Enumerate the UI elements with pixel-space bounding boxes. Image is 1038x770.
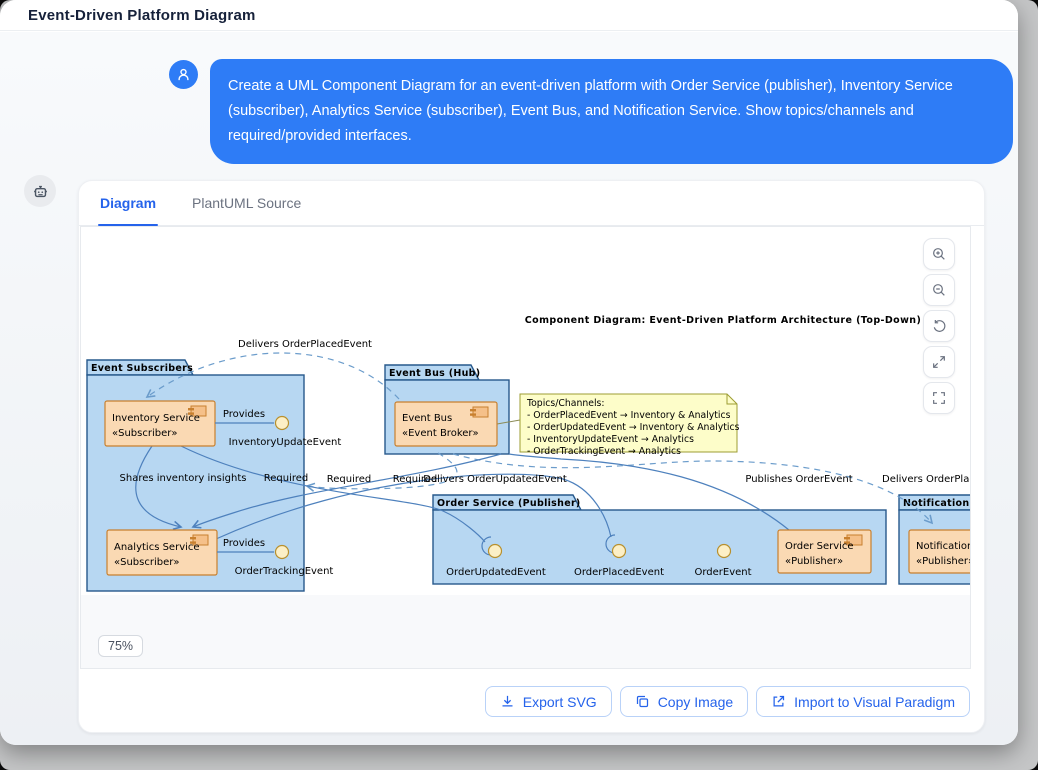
user-message: Create a UML Component Diagram for an ev… xyxy=(210,59,1013,164)
svg-text:Required: Required xyxy=(327,474,372,485)
component-analytics-service: Analytics Service «Subscriber» xyxy=(106,529,218,576)
diagram-panel: Diagram PlantUML Source Componen xyxy=(78,180,985,733)
app-window: Event-Driven Platform Diagram Create a U… xyxy=(0,0,1018,745)
titlebar: Event-Driven Platform Diagram xyxy=(0,0,1018,31)
svg-text:OrderPlacedEvent: OrderPlacedEvent xyxy=(574,567,664,578)
svg-text:- InventoryUpdateEvent → Analy: - InventoryUpdateEvent → Analytics xyxy=(527,434,694,445)
svg-text:«Publisher»: «Publisher» xyxy=(916,556,970,567)
edge-labels: Delivers OrderPlacedEvent Shares invento… xyxy=(120,339,970,485)
svg-text:«Event Broker»: «Event Broker» xyxy=(402,428,479,439)
zoom-level-badge: 75% xyxy=(98,635,144,657)
viewport-footer-strip xyxy=(81,593,970,668)
svg-text:Notification Service: Notification Service xyxy=(903,498,970,509)
svg-text:Shares inventory insights: Shares inventory insights xyxy=(120,473,247,484)
component-event-bus: Event Bus «Event Broker» xyxy=(394,401,498,447)
robot-icon xyxy=(33,185,47,197)
svg-text:Required: Required xyxy=(393,474,438,485)
svg-text:Required: Required xyxy=(264,473,309,484)
diagram-viewport[interactable]: Component Diagram: Event-Driven Platform… xyxy=(80,226,971,669)
reset-view-icon xyxy=(933,320,946,332)
diagram-edges xyxy=(135,352,934,543)
download-icon xyxy=(502,695,513,707)
svg-text:- OrderUpdatedEvent → Inventor: - OrderUpdatedEvent → Inventory & Analyt… xyxy=(527,422,740,433)
svg-text:Order Service (Publisher): Order Service (Publisher) xyxy=(437,498,581,509)
interface-inventory-update-event: Provides InventoryUpdateEvent xyxy=(215,409,341,448)
svg-text:- OrderPlacedEvent → Inventory: - OrderPlacedEvent → Inventory & Analyti… xyxy=(527,410,731,421)
export-svg-button[interactable]: Export SVG xyxy=(484,686,612,717)
import-to-visual-paradigm-label: Import to Visual Paradigm xyxy=(794,693,955,710)
svg-text:«Subscriber»: «Subscriber» xyxy=(114,557,179,568)
interface-order-event: OrderEvent xyxy=(694,543,752,578)
svg-text:Notification Service: Notification Service xyxy=(916,541,970,552)
export-svg-label: Export SVG xyxy=(522,693,597,710)
note-topics-channels: Topics/Channels: - OrderPlacedEvent → In… xyxy=(496,393,740,457)
zoom-in-icon xyxy=(933,248,945,260)
interface-order-updated-event: OrderUpdatedEvent xyxy=(446,536,546,578)
avatar xyxy=(169,60,198,89)
copy-image-button[interactable]: Copy Image xyxy=(619,686,749,717)
bot-avatar xyxy=(24,175,56,207)
svg-text:Analytics Service: Analytics Service xyxy=(114,542,200,553)
svg-text:Delivers OrderPlacedEvent: Delivers OrderPlacedEvent xyxy=(238,339,372,350)
svg-text:Provides: Provides xyxy=(223,409,265,420)
component-inventory-service: Inventory Service «Subscriber» xyxy=(104,400,216,447)
svg-text:OrderEvent: OrderEvent xyxy=(694,567,751,578)
import-to-visual-paradigm-button[interactable]: Import to Visual Paradigm xyxy=(756,686,970,717)
svg-text:Delivers OrderUpdatedEvent: Delivers OrderUpdatedEvent xyxy=(423,474,567,485)
tab-diagram[interactable]: Diagram xyxy=(98,181,159,226)
expand-button[interactable] xyxy=(923,346,955,378)
external-link-icon xyxy=(773,695,785,707)
user-icon xyxy=(178,68,189,81)
zoom-in-button[interactable] xyxy=(923,238,955,270)
svg-text:Provides: Provides xyxy=(223,538,265,549)
uml-component-diagram: Component Diagram: Event-Driven Platform… xyxy=(81,227,970,595)
svg-text:OrderTrackingEvent: OrderTrackingEvent xyxy=(235,566,334,577)
window-body: Create a UML Component Diagram for an ev… xyxy=(0,32,1018,745)
component-order-service: Order Service «Publisher» xyxy=(777,529,872,574)
svg-text:OrderUpdatedEvent: OrderUpdatedEvent xyxy=(446,567,546,578)
fullscreen-icon xyxy=(933,392,945,404)
svg-text:Inventory Service: Inventory Service xyxy=(112,413,200,424)
svg-text:Event Subscribers: Event Subscribers xyxy=(91,363,193,374)
fullscreen-button[interactable] xyxy=(923,382,955,414)
action-bar: Export SVG Copy Image Import to Visual P… xyxy=(484,686,970,717)
svg-text:«Publisher»: «Publisher» xyxy=(785,556,843,567)
svg-text:Order Service: Order Service xyxy=(785,541,854,552)
svg-text:Event Bus (Hub): Event Bus (Hub) xyxy=(389,368,480,379)
reset-view-button[interactable] xyxy=(923,310,955,342)
svg-text:InventoryUpdateEvent: InventoryUpdateEvent xyxy=(229,437,342,448)
svg-text:«Subscriber»: «Subscriber» xyxy=(112,428,177,439)
svg-text:Publishes OrderEvent: Publishes OrderEvent xyxy=(745,474,852,485)
svg-text:Topics/Channels:: Topics/Channels: xyxy=(526,398,605,409)
tab-bar: Diagram PlantUML Source xyxy=(79,181,984,226)
svg-text:Event Bus: Event Bus xyxy=(402,413,452,424)
interface-order-tracking-event: Provides OrderTrackingEvent xyxy=(217,538,333,577)
expand-icon xyxy=(933,356,945,368)
svg-text:Delivers OrderPlacedEvent: Delivers OrderPlacedEvent xyxy=(882,474,970,485)
interface-order-placed-event: OrderPlacedEvent xyxy=(574,534,664,578)
tab-plantuml-source[interactable]: PlantUML Source xyxy=(192,195,302,211)
zoom-controls xyxy=(923,238,955,414)
diagram-title: Component Diagram: Event-Driven Platform… xyxy=(525,315,921,326)
copy-image-label: Copy Image xyxy=(657,693,734,710)
svg-text:- OrderTrackingEvent → Analyti: - OrderTrackingEvent → Analytics xyxy=(527,446,681,457)
zoom-out-icon xyxy=(933,284,945,296)
component-notification-service: Notification Service «Publisher» xyxy=(908,529,970,574)
page-title: Event-Driven Platform Diagram xyxy=(28,6,256,24)
copy-icon xyxy=(636,695,648,708)
zoom-out-button[interactable] xyxy=(923,274,955,306)
